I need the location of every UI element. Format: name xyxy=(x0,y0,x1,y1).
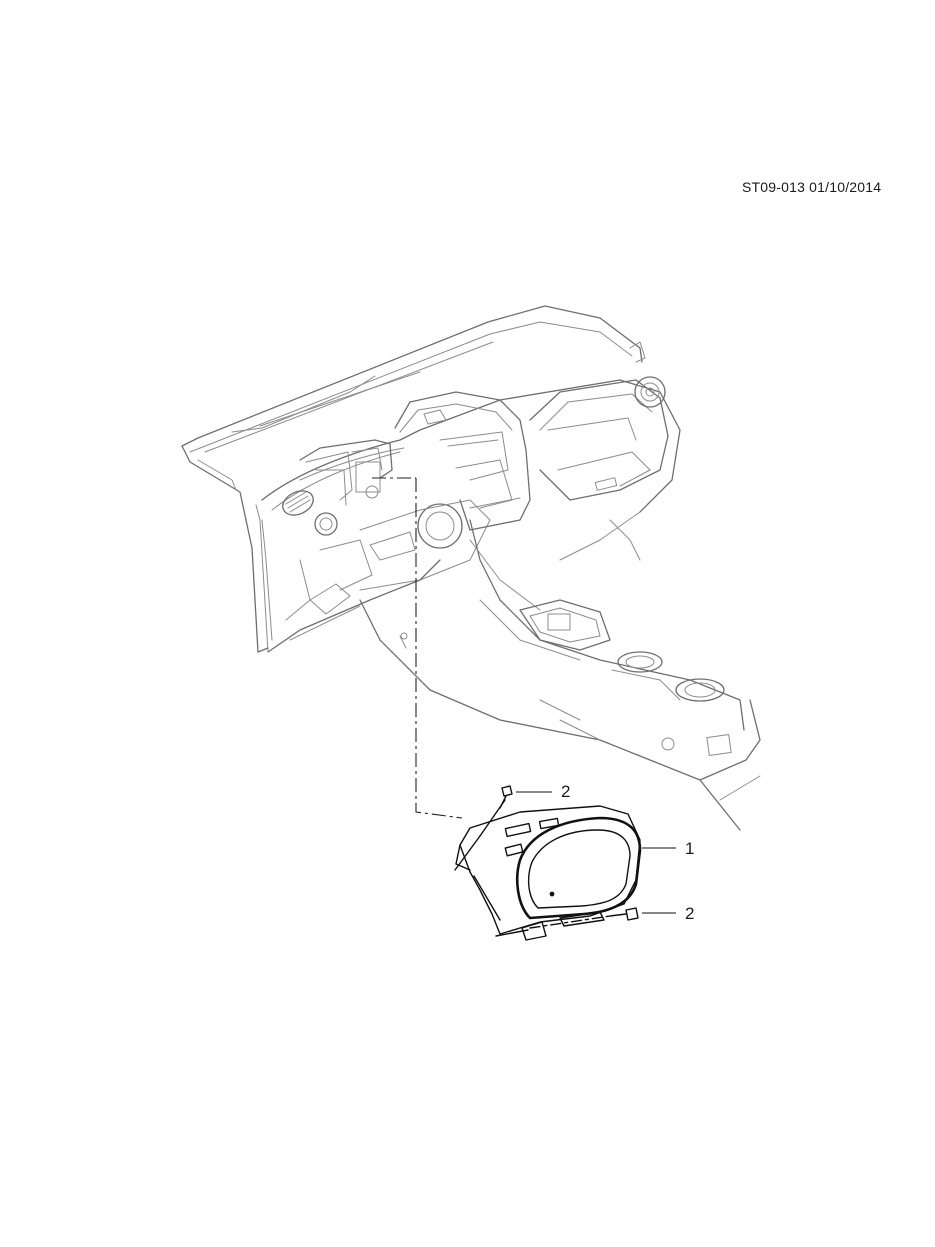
assembly-centerline xyxy=(372,477,463,819)
callout-1: 1 xyxy=(685,839,695,858)
document-reference: ST09-013 01/10/2014 xyxy=(742,179,882,195)
dashboard-assembly xyxy=(181,305,761,831)
callout-2-lower: 2 xyxy=(685,904,695,923)
fastener-upper xyxy=(454,785,513,871)
cluster-bezel-part xyxy=(455,805,642,941)
fastener-lower xyxy=(495,907,639,937)
callout-2-upper: 2 xyxy=(561,782,571,801)
